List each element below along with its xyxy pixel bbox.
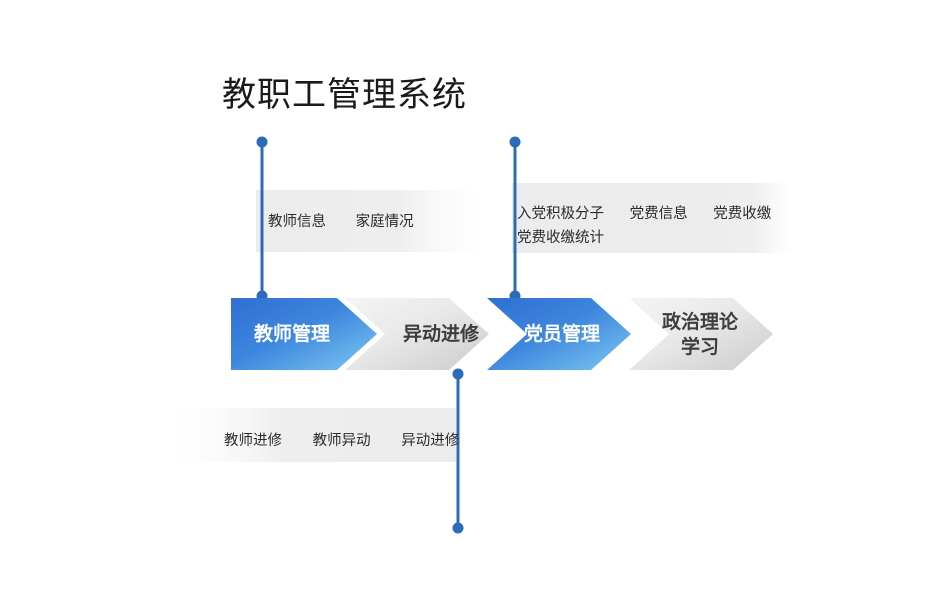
connector-dot-bottom-top (452, 368, 464, 380)
page-title: 教职工管理系统 (222, 75, 467, 115)
flow-step-shape-2 (487, 298, 631, 370)
callout-item[interactable]: 党费收缴 (713, 206, 772, 222)
flow-step-label-3-line2: 学习 (680, 336, 719, 358)
callout-panel-top-right (512, 183, 684, 253)
flow-step-label-0[interactable]: 教师管理 (253, 323, 330, 345)
callout-row: 党费收缴统计 (517, 226, 792, 250)
flow-step-label-2[interactable]: 党员管理 (523, 323, 600, 345)
callout-item[interactable]: 入党积极分子 (517, 206, 604, 222)
flow-step-label-1[interactable]: 异动进修 (402, 323, 479, 345)
flow-step-label-3[interactable]: 政治理论 学习 (640, 310, 760, 360)
flow-step-shape-1 (345, 298, 489, 370)
callout-panel-top-left (256, 190, 484, 252)
callout-row: 教师进修 教师异动 异动进修 (224, 429, 485, 453)
callout-item[interactable]: 家庭情况 (355, 214, 414, 230)
callout-item[interactable]: 党费信息 (629, 206, 688, 222)
callout-item[interactable]: 异动进修 (401, 433, 460, 449)
callout-panel-bottom (176, 408, 456, 462)
flow-step-shape-3 (629, 298, 773, 370)
callout-item[interactable]: 党费收缴统计 (517, 230, 604, 246)
connector-dot-bottom-bottom (452, 522, 464, 534)
callout-item[interactable]: 教师进修 (224, 433, 282, 449)
connector-dot-top-left-top (256, 136, 268, 148)
callout-item[interactable]: 教师信息 (268, 214, 326, 230)
callout-panel-top-right-fade (684, 183, 796, 253)
callout-bottom: 教师进修 教师异动 异动进修 (224, 429, 485, 453)
callout-top-right: 入党积极分子 党费信息 党费收缴 党费收缴统计 (517, 202, 792, 250)
flow-step-label-3-line1: 政治理论 (661, 311, 738, 333)
flow-step-shape-0 (231, 298, 377, 370)
callout-row: 教师信息 家庭情况 (268, 210, 439, 234)
connector-dot-top-right-top (509, 136, 521, 148)
callout-top-left: 教师信息 家庭情况 (268, 210, 439, 234)
callout-row: 入党积极分子 党费信息 党费收缴 (517, 202, 792, 226)
callout-item[interactable]: 教师异动 (312, 433, 371, 449)
